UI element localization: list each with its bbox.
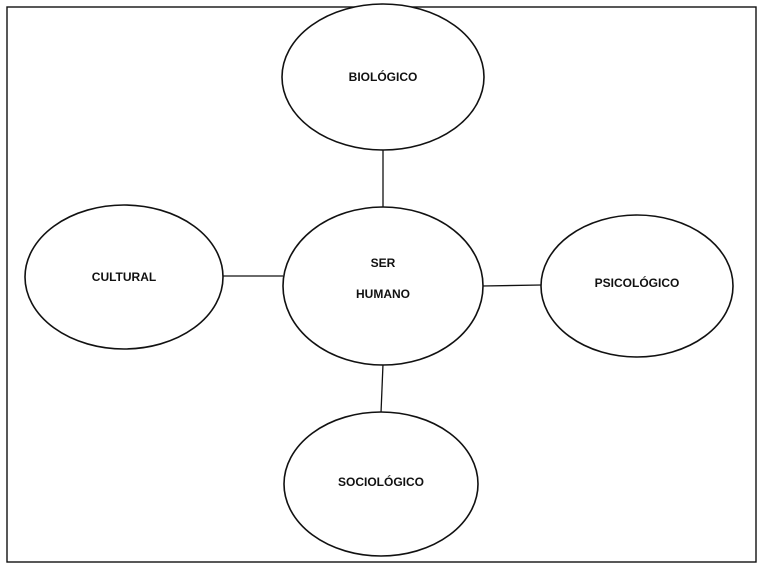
- node-ser-humano-label-line2: HUMANO: [356, 287, 410, 301]
- node-biologico: BIOLÓGICO: [281, 3, 485, 151]
- node-cultural-label: CULTURAL: [92, 270, 156, 284]
- node-cultural: CULTURAL: [24, 204, 224, 350]
- connector-bottom: [380, 363, 384, 414]
- node-psicologico-label: PSICOLÓGICO: [595, 275, 680, 290]
- node-ser-humano-shape: [282, 206, 484, 366]
- connector-right: [481, 284, 542, 287]
- node-sociologico-shape: [283, 411, 479, 557]
- node-sociologico-label: SOCIOLÓGICO: [338, 474, 424, 489]
- node-psicologico: PSICOLÓGICO: [540, 214, 734, 358]
- node-biologico-shape: [281, 3, 485, 151]
- node-ser-humano-label-line1: SER: [371, 256, 396, 270]
- node-biologico-label: BIOLÓGICO: [349, 69, 418, 84]
- node-sociologico: SOCIOLÓGICO: [283, 411, 479, 557]
- node-psicologico-shape: [540, 214, 734, 358]
- node-cultural-shape: [24, 204, 224, 350]
- node-ser-humano: SER HUMANO: [282, 206, 484, 366]
